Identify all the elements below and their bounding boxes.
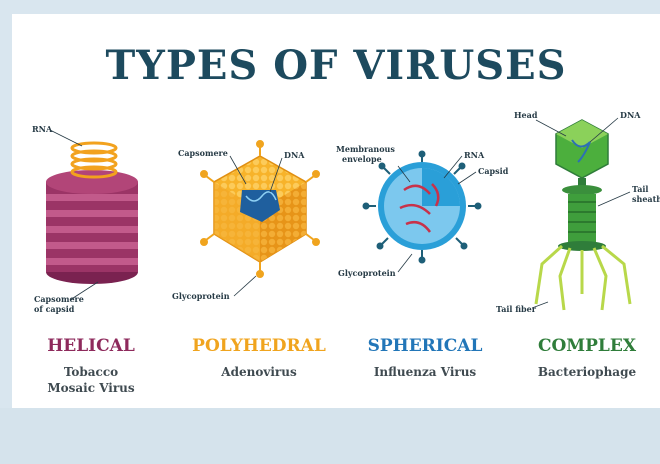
polyhedral-virus-illustration: Capsomere DNA Glycoprotein: [172, 141, 319, 301]
complex-label-head: Head: [514, 110, 538, 120]
helical-example-line-1: Tobacco: [16, 364, 166, 380]
spherical-label-glycoprotein: Glycoprotein: [338, 268, 396, 278]
polyhedral-label-dna: DNA: [284, 150, 305, 160]
helical-virus-illustration: RNA Capsomere of capsid: [32, 124, 138, 314]
spherical-label-capsid: Capsid: [478, 166, 509, 176]
complex-label-tail-fiber: Tail fiber: [496, 304, 537, 314]
helical-example: Tobacco Mosaic Virus: [16, 364, 166, 396]
infographic-content: TYPES OF VIRUSES: [12, 14, 660, 408]
spherical-example: Influenza Virus: [350, 364, 500, 380]
helical-label-capsid: of capsid: [34, 304, 75, 314]
helical-label-rna: RNA: [32, 124, 53, 134]
spherical-type-name: SPHERICAL: [350, 336, 500, 356]
spherical-virus-illustration: Membranous envelope RNA Capsid Glycoprot…: [336, 144, 509, 278]
complex-virus-illustration: Head DNA Tail sheath Tail fiber: [496, 110, 660, 314]
complex-example: Bacteriophage: [512, 364, 660, 380]
complex-label-tail: Tail: [632, 184, 648, 194]
helical-capsid: [46, 170, 138, 284]
polyhedral-label-capsomere: Capsomere: [178, 148, 228, 158]
spherical-label-envelope-2: envelope: [342, 154, 382, 164]
helical-type-name: HELICAL: [16, 336, 166, 356]
polyhedral-label-glycoprotein: Glycoprotein: [172, 291, 230, 301]
polyhedral-example: Adenovirus: [184, 364, 334, 380]
complex-label-dna: DNA: [620, 110, 641, 120]
polyhedral-type-name: POLYHEDRAL: [184, 336, 334, 356]
helical-label-capsomere: Capsomere: [34, 294, 84, 304]
spherical-label-rna: RNA: [464, 150, 485, 160]
bottom-band: [0, 408, 660, 464]
helical-example-line-2: Mosaic Virus: [16, 380, 166, 396]
complex-label-sheath: sheath: [632, 194, 660, 204]
complex-tail-fibers: [536, 246, 630, 310]
spherical-label-envelope-1: Membranous: [336, 144, 395, 154]
complex-type-name: COMPLEX: [512, 336, 660, 356]
